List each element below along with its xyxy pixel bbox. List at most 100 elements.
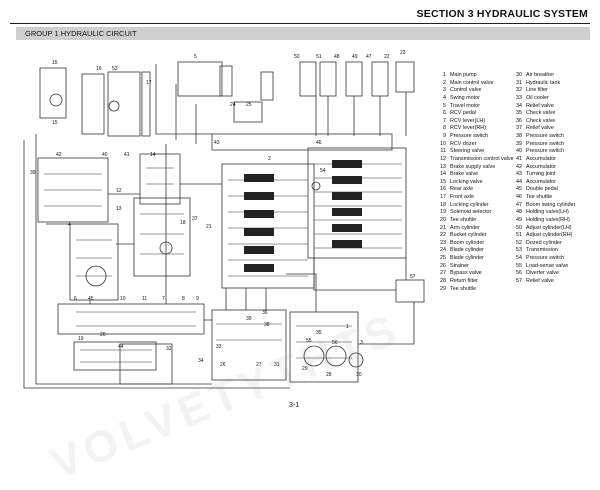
legend-item-number: 22 bbox=[440, 232, 446, 239]
legend-item-number: 3 bbox=[443, 87, 446, 94]
rcv-bank-box bbox=[57, 303, 205, 335]
legend-item-label: Brake supply valve bbox=[450, 163, 496, 170]
legend-item-label: Accumulator bbox=[526, 163, 556, 170]
legend-item-number: 13 bbox=[440, 163, 446, 170]
legend-item-label: Boom cylinder bbox=[450, 239, 485, 246]
part-callout: 15 bbox=[52, 60, 58, 66]
blade-cylinders-box bbox=[233, 101, 263, 123]
legend-item-label: Accumulator bbox=[526, 178, 556, 185]
legend-item-number: 31 bbox=[516, 79, 522, 86]
part-callout: 44 bbox=[118, 344, 124, 350]
legend-item-number: 4 bbox=[443, 94, 446, 101]
part-callout: 39 bbox=[246, 316, 252, 322]
legend-item-number: 10 bbox=[440, 140, 446, 147]
steering-valve-box bbox=[133, 197, 191, 277]
legend-item-number: 36 bbox=[516, 117, 522, 124]
part-callout: 30 bbox=[356, 372, 362, 378]
legend-item-label: Arm cylinder bbox=[450, 224, 480, 231]
legend-item-label: Brake valve bbox=[450, 171, 479, 178]
part-callout: 28 bbox=[326, 372, 332, 378]
legend-item-label: RCV pedal bbox=[450, 110, 477, 117]
legend-item-label: Check valve bbox=[526, 110, 556, 117]
legend-item-number: 7 bbox=[443, 117, 446, 124]
part-callout: 34 bbox=[198, 358, 204, 364]
legend-item-number: 19 bbox=[440, 209, 446, 216]
part-callout: 1 bbox=[346, 324, 349, 330]
legend-item-label: Turning joint bbox=[526, 171, 556, 178]
part-callout: 10 bbox=[120, 296, 126, 302]
part-callout: 46 bbox=[316, 140, 322, 146]
part-callout: 53 bbox=[112, 66, 118, 72]
part-callout: 24 bbox=[230, 102, 236, 108]
legend-item: 10 RCV dozer bbox=[434, 141, 514, 149]
part-callout: 3 bbox=[360, 340, 363, 346]
legend-item-label: Locking cylinder bbox=[450, 201, 489, 208]
legend-item: 32 Line filter bbox=[510, 87, 575, 95]
part-callout: 54 bbox=[320, 168, 326, 174]
legend-item-number: 42 bbox=[516, 163, 522, 170]
legend-item-number: 1 bbox=[443, 72, 446, 78]
part-callout: 40 bbox=[102, 152, 108, 158]
part-callout: 57 bbox=[410, 274, 416, 280]
part-callout: 50 bbox=[294, 54, 300, 60]
part-callout: 23 bbox=[400, 50, 406, 56]
boom-swing-cylinder bbox=[345, 61, 363, 97]
legend-item-number: 50 bbox=[516, 224, 522, 231]
legend-item-number: 38 bbox=[516, 133, 522, 139]
part-callout: 7 bbox=[162, 296, 165, 302]
legend-item-label: RCV lever(LH) bbox=[450, 117, 486, 124]
legend-item-number: 14 bbox=[440, 171, 446, 178]
legend-item-number: 57 bbox=[516, 277, 522, 284]
part-callout: 12 bbox=[116, 188, 122, 194]
part-callout: 55 bbox=[306, 338, 312, 344]
legend-item: 42 Accumulator bbox=[510, 164, 575, 172]
legend-item-label: Boom swing cylinder bbox=[526, 201, 576, 208]
legend-item-number: 16 bbox=[440, 186, 446, 193]
legend-item-label: Transmission control valve bbox=[450, 155, 514, 162]
legend-item-label: Front axle bbox=[450, 194, 474, 200]
legend-item-label: Hydraulic tank bbox=[526, 79, 561, 86]
legend-item-label: RCV lever(RH) bbox=[450, 125, 486, 132]
part-callout: 14 bbox=[150, 152, 156, 158]
legend-item-number: 11 bbox=[440, 148, 446, 155]
legend-item-label: Dozed cylinder bbox=[526, 239, 562, 246]
part-callout: 45 bbox=[88, 296, 94, 302]
legend-item-label: Relief valve bbox=[526, 125, 554, 132]
legend-item-number: 32 bbox=[516, 87, 522, 94]
legend-item-number: 29 bbox=[440, 285, 446, 292]
part-callout: 29 bbox=[302, 366, 308, 372]
part-callout: 9 bbox=[196, 296, 199, 302]
legend-item-label: Travel motor bbox=[450, 102, 481, 109]
legend-item-label: Return filter bbox=[450, 277, 478, 284]
legend-item: 38 Pressure switch bbox=[510, 133, 575, 141]
legend-item-label: Diverter valve bbox=[526, 270, 559, 277]
bucket-cylinder bbox=[371, 61, 389, 97]
legend-item-label: RCV dozer bbox=[450, 140, 477, 147]
part-callout: 13 bbox=[116, 206, 122, 212]
legend-item-label: Adjust cylinder(RH) bbox=[526, 232, 573, 239]
main-pump-symbol bbox=[303, 345, 325, 367]
legend-item-label: Pressure switch bbox=[526, 255, 565, 261]
transmission-box bbox=[107, 71, 141, 137]
legend-item-label: Line filter bbox=[526, 87, 548, 94]
legend-item-number: 52 bbox=[516, 239, 522, 246]
legend-item: 31 Hydraulic tank bbox=[510, 80, 575, 88]
legend-item-label: Pressure switch bbox=[526, 133, 565, 139]
